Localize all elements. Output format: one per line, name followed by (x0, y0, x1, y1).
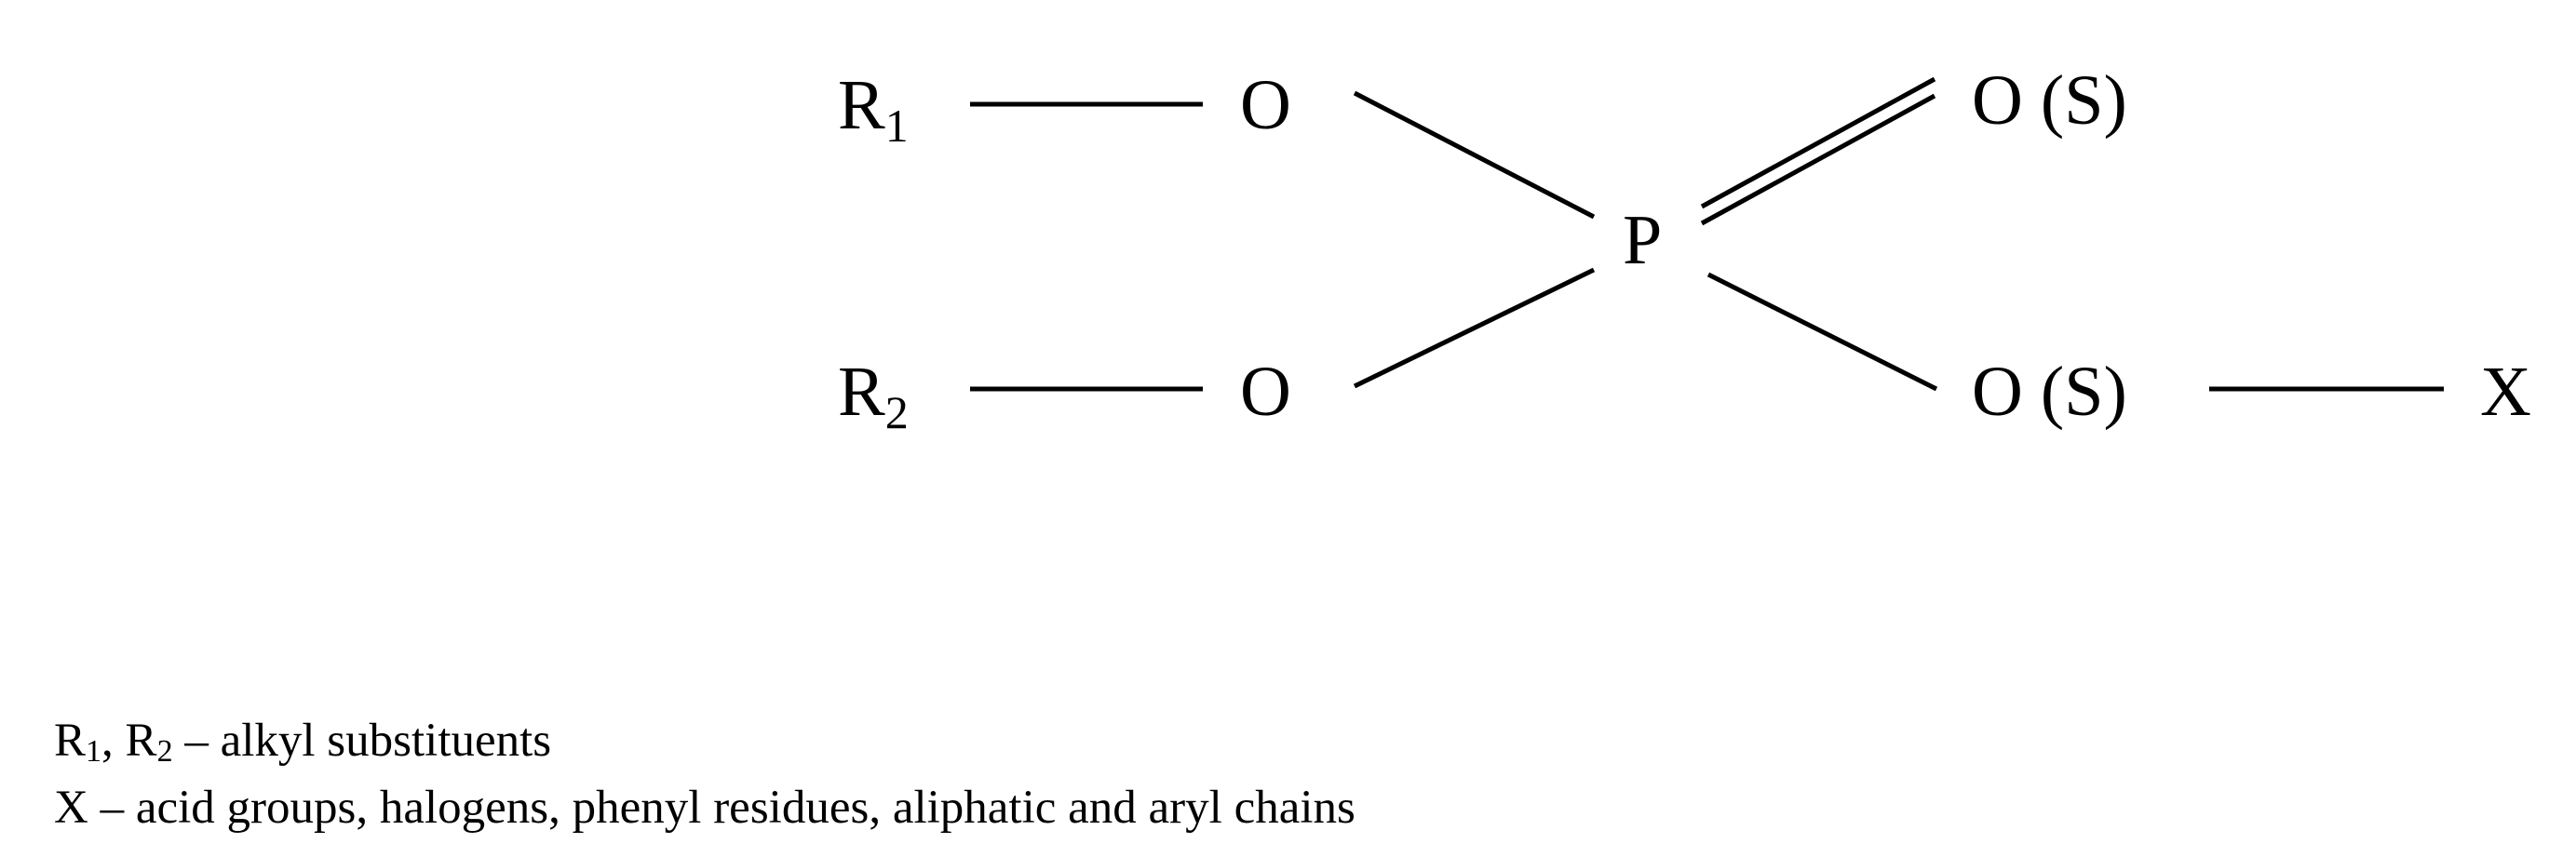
r2-subscript: 2 (884, 386, 909, 438)
bond-o1-p (1353, 90, 1596, 220)
atom-r2-label: R2 (838, 356, 909, 435)
atom-oxygen-top: O (1240, 66, 1291, 144)
atom-r1-label: R1 (838, 70, 909, 149)
legend-r2-subscript: 2 (156, 734, 173, 769)
legend-line-x: X – acid groups, halogens, phenyl residu… (54, 782, 1355, 834)
bond-o2-p (1353, 267, 1596, 389)
bond-p-os-double-a (1700, 76, 1936, 209)
legend-r1-symbol: R (54, 715, 87, 767)
atom-oxygen-bottom: O (1240, 353, 1291, 431)
r2-symbol: R (838, 353, 885, 431)
legend-line-r: R1, R2 – alkyl substituents (54, 707, 1355, 774)
atom-phosphorus: P (1623, 201, 1663, 279)
atom-oxygen-sulfur-bottom: O (S) (1972, 353, 2127, 431)
atom-oxygen-sulfur-top: O (S) (1972, 61, 2127, 140)
bond-p-os-bottom (1706, 272, 1938, 392)
legend-r1-subscript: 1 (86, 734, 102, 769)
legend-separator: , (101, 715, 126, 767)
atom-x-label: X (2480, 353, 2531, 431)
r1-symbol: R (838, 66, 885, 144)
legend-r2-symbol: R (125, 715, 157, 767)
r1-subscript: 1 (884, 100, 909, 152)
legend-r-description: – alkyl substituents (172, 715, 552, 767)
bond-p-os-double-b (1700, 93, 1936, 226)
legend: R1, R2 – alkyl substituents X – acid gro… (54, 707, 1355, 841)
